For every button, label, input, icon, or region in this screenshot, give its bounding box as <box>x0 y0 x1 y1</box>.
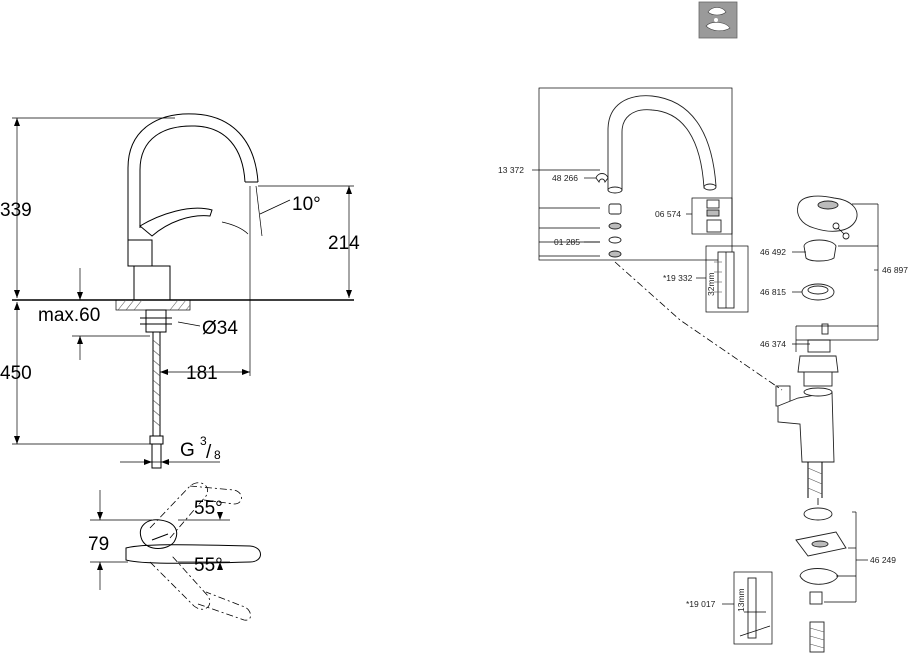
dim-lever-angle-bottom: 55° <box>194 555 223 576</box>
part-46249-label: 46 249 <box>870 555 896 565</box>
dim-total-height: 339 <box>0 200 32 221</box>
part-46815-label: 46 815 <box>760 287 786 297</box>
part-48266-label: 48 266 <box>552 173 578 183</box>
dim-connection-slash: / <box>206 442 212 463</box>
dim-lever-angle-top: 55° <box>194 498 223 519</box>
dim-connection-numerator: 3 <box>200 434 207 448</box>
part-46374-label: 46 374 <box>760 339 786 349</box>
part-13mm-label: 13mm <box>736 588 746 612</box>
dim-connection-g: G <box>180 440 195 461</box>
dim-reach: 181 <box>186 363 218 384</box>
part-06574-label: 06 574 <box>655 209 681 219</box>
exploded-parts-view: 13 372 48 266 06 574 01 285 *19 332 32mm… <box>498 87 908 653</box>
faucet-top-view: 79 55° 55° <box>88 482 261 621</box>
part-46897-label: 46 897 <box>882 265 908 275</box>
dim-spout-height: 214 <box>328 233 360 254</box>
tool-care-icon <box>698 1 738 39</box>
dim-spout-angle: 10° <box>292 194 321 215</box>
dim-hose-length: 450 <box>0 363 32 384</box>
part-46492-label: 46 492 <box>760 247 786 257</box>
faucet-side-view: 339 10° 214 max.60 Ø34 450 181 G 3 / 8 <box>0 113 360 469</box>
part-19017-label: *19 017 <box>686 599 716 609</box>
part-13372-label: 13 372 <box>498 165 524 175</box>
part-19332-label: *19 332 <box>663 273 693 283</box>
dim-max-thickness: max.60 <box>38 305 100 326</box>
part-01285-label: 01 285 <box>554 237 580 247</box>
dim-connection-denominator: 8 <box>214 448 221 462</box>
dim-hole-diameter: Ø34 <box>202 318 238 339</box>
dim-handle-depth: 79 <box>88 534 109 555</box>
part-32mm-label: 32mm <box>706 272 716 296</box>
